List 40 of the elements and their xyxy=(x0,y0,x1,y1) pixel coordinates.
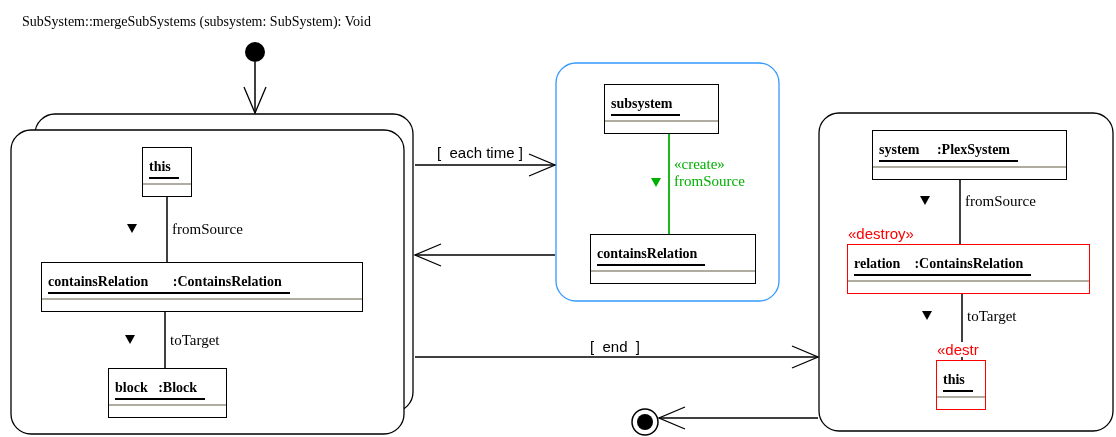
edge-label: [ each time ] xyxy=(437,144,523,161)
link-line xyxy=(668,133,670,235)
edge-label: toTarget xyxy=(966,308,1018,325)
object-name: block :Block xyxy=(115,381,206,400)
arrow xyxy=(414,243,556,267)
diagram-title: SubSystem::mergeSubSystems (subsystem: SubSystem): Void xyxy=(22,13,371,31)
stereotype-label: «destroy» xyxy=(848,226,914,241)
object-box xyxy=(41,262,363,312)
arrow xyxy=(414,153,556,177)
direction-arrow xyxy=(922,311,932,320)
object-name: this xyxy=(943,373,973,392)
activity-box xyxy=(10,113,415,435)
stereotype-label: «destr xyxy=(937,342,979,357)
direction-arrow xyxy=(651,178,661,187)
activity-box xyxy=(555,62,780,302)
edge-label: toTarget xyxy=(169,332,221,349)
direction-arrow xyxy=(127,224,137,233)
initial-state xyxy=(245,42,265,62)
arrow xyxy=(658,406,819,430)
final-state xyxy=(631,408,659,436)
object-box xyxy=(142,147,192,197)
object-name: subsystem xyxy=(611,97,681,116)
object-name: relation :ContainsRelation xyxy=(854,257,1032,276)
link-line xyxy=(166,196,168,263)
object-name: system :PlexSystem xyxy=(879,143,1019,162)
direction-arrow xyxy=(125,335,135,344)
object-box xyxy=(604,84,719,134)
object-box xyxy=(590,234,756,284)
object-box xyxy=(108,368,227,418)
object-name: containsRelation xyxy=(597,247,706,266)
object-name: containsRelation :ContainsRelation xyxy=(48,275,290,294)
edge-label: [ end ] xyxy=(590,338,641,355)
direction-arrow xyxy=(920,196,930,205)
object-name: this xyxy=(149,160,179,179)
arrow xyxy=(243,61,267,114)
object-box xyxy=(872,130,1067,180)
activity-box xyxy=(818,112,1114,432)
arrow xyxy=(414,345,819,369)
link-line xyxy=(959,179,961,245)
link-line xyxy=(164,311,166,369)
